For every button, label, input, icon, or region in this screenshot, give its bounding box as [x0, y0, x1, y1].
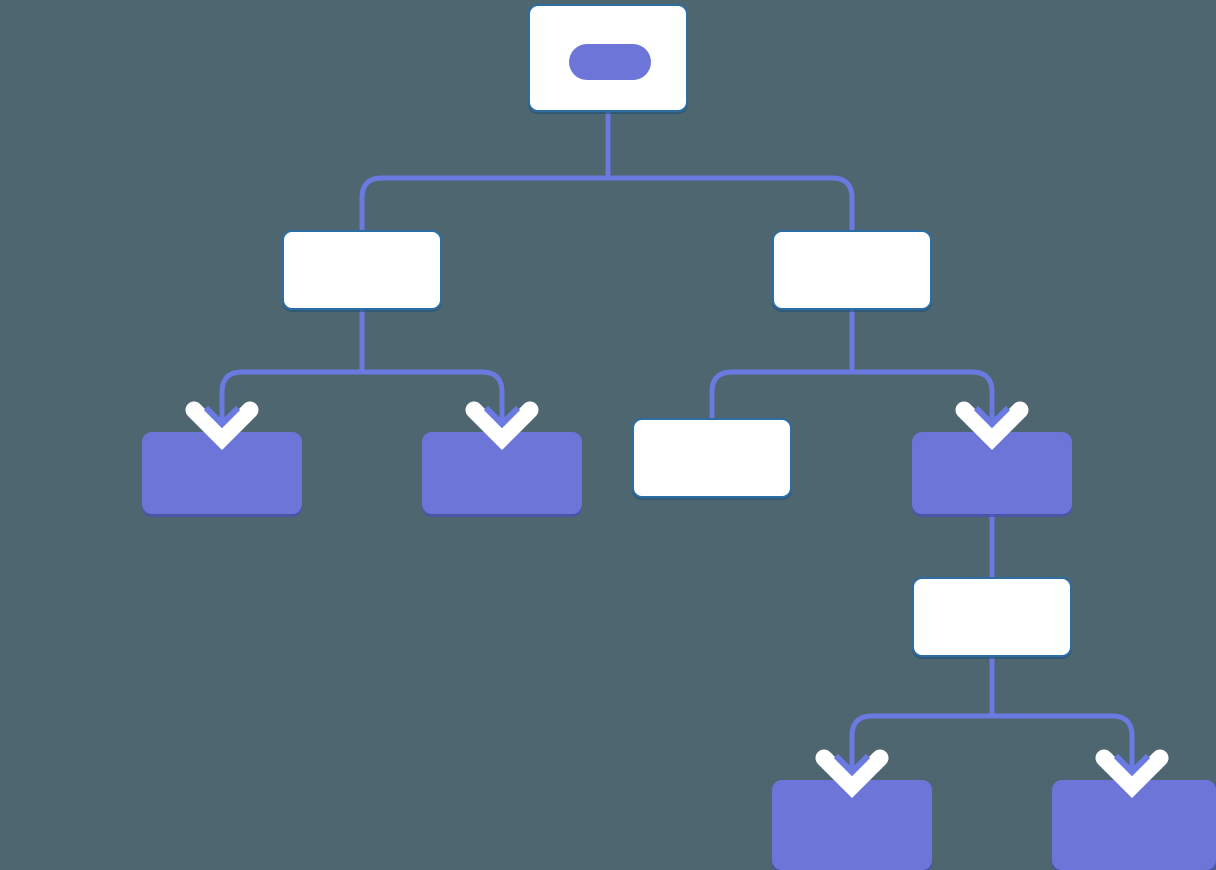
node-leaf-c-label	[634, 420, 790, 496]
node-branch-right[interactable]	[772, 230, 932, 310]
node-leaf-f[interactable]	[772, 780, 932, 870]
node-node-d[interactable]	[912, 432, 1072, 514]
node-branch-left[interactable]	[282, 230, 442, 310]
node-root[interactable]	[528, 4, 688, 112]
node-node-d-label	[913, 433, 1071, 513]
node-leaf-a-label	[143, 433, 301, 513]
node-leaf-b-label	[423, 433, 581, 513]
node-root-pill-badge	[569, 44, 651, 80]
node-leaf-g-label	[1053, 781, 1215, 869]
node-branch-right-label	[774, 232, 930, 308]
node-branch-left-label	[284, 232, 440, 308]
node-node-e[interactable]	[912, 577, 1072, 657]
node-leaf-c[interactable]	[632, 418, 792, 498]
node-leaf-b[interactable]	[422, 432, 582, 514]
node-leaf-a[interactable]	[142, 432, 302, 514]
node-node-e-label	[914, 579, 1070, 655]
node-leaf-g[interactable]	[1052, 780, 1216, 870]
node-leaf-f-label	[773, 781, 931, 869]
